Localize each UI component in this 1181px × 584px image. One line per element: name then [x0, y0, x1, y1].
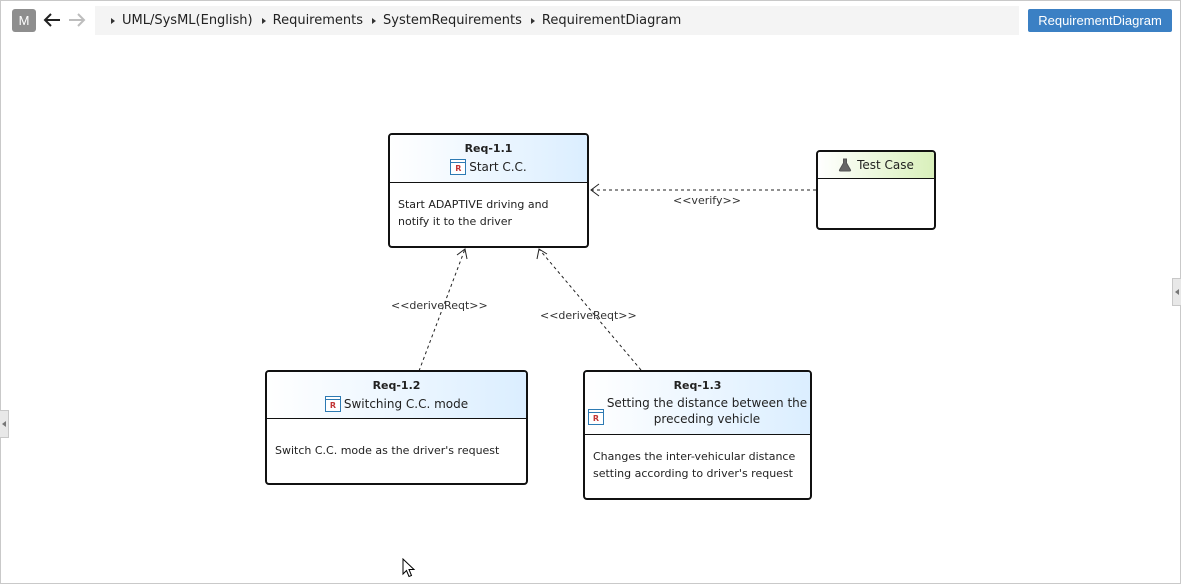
derive-label: <<deriveReqt>> [540, 309, 637, 322]
breadcrumb-item-system-requirements[interactable]: SystemRequirements [372, 13, 531, 28]
requirement-id: Req-1.2 [372, 379, 421, 392]
derive-connector-req12[interactable] [418, 248, 466, 372]
requirement-text: Changes the inter-vehicular distance set… [593, 450, 796, 480]
requirement-header: Req-1.2 R Switching C.C. mode [267, 372, 526, 419]
arrowhead [456, 248, 468, 260]
requirement-icon: R [450, 159, 467, 175]
breadcrumb-label: Requirements [272, 13, 364, 28]
flask-icon [838, 158, 852, 172]
model-button[interactable]: M [12, 9, 36, 32]
requirement-name-row: R Setting the distance between the prece… [585, 392, 810, 427]
right-panel-toggle[interactable] [1172, 278, 1181, 306]
requirement-text: Start ADAPTIVE driving and notify it to … [398, 198, 549, 228]
breadcrumb-item-uml-sysml[interactable]: UML/SysML(English) [111, 13, 262, 28]
breadcrumb-item-requirement-diagram[interactable]: RequirementDiagram [530, 13, 690, 28]
requirement-name: Setting the distance between the precedi… [606, 396, 808, 426]
caret-right-icon [111, 17, 115, 24]
arrowhead [590, 183, 600, 197]
requirement-diagram-button[interactable]: RequirementDiagram [1028, 9, 1172, 32]
requirement-req-1-3[interactable]: Req-1.3 R Setting the distance between t… [583, 370, 812, 500]
requirement-id: Req-1.1 [464, 142, 513, 155]
requirement-req-1-1[interactable]: Req-1.1 R Start C.C. Start ADAPTIVE driv… [388, 133, 589, 248]
requirement-icon: R [587, 409, 604, 425]
caret-left-icon [2, 421, 6, 427]
requirement-name-row: R Switching C.C. mode [267, 392, 526, 412]
breadcrumb-item-requirements[interactable]: Requirements [261, 13, 372, 28]
caret-right-icon [530, 17, 535, 24]
test-case-header: Test Case [818, 152, 934, 179]
arrowhead [536, 248, 548, 260]
left-panel-toggle[interactable] [0, 410, 9, 438]
requirement-name: Switching C.C. mode [343, 397, 469, 411]
requirement-name: Start C.C. [469, 160, 527, 174]
requirement-id: Req-1.3 [673, 379, 722, 392]
test-case[interactable]: Test Case [816, 150, 936, 230]
requirement-req-1-2[interactable]: Req-1.2 R Switching C.C. mode Switch C.C… [265, 370, 528, 485]
test-case-name: Test Case [857, 158, 914, 172]
derive-connector-req13[interactable] [538, 248, 642, 371]
caret-right-icon [261, 17, 266, 24]
requirement-header: Req-1.1 R Start C.C. [390, 135, 587, 183]
caret-right-icon [372, 17, 377, 24]
requirement-header: Req-1.3 R Setting the distance between t… [585, 372, 810, 435]
arrow-right-icon[interactable] [66, 9, 88, 31]
caret-left-icon [1175, 289, 1179, 295]
verify-label: <<verify>> [673, 194, 741, 207]
requirement-name-row: R Start C.C. [390, 155, 587, 175]
breadcrumb-label: SystemRequirements [383, 13, 522, 28]
requirement-text: Switch C.C. mode as the driver's request [275, 444, 500, 457]
arrow-left-icon[interactable] [41, 9, 63, 31]
breadcrumb-label: RequirementDiagram [541, 13, 682, 28]
breadcrumb: UML/SysML(English) Requirements SystemRe… [95, 6, 1019, 35]
breadcrumb-label: UML/SysML(English) [122, 13, 253, 28]
mouse-cursor-icon [402, 558, 416, 578]
requirement-icon: R [324, 396, 341, 412]
toolbar: M UML/SysML(English) Requirements System… [0, 0, 1181, 40]
derive-label: <<deriveReqt>> [391, 299, 488, 312]
